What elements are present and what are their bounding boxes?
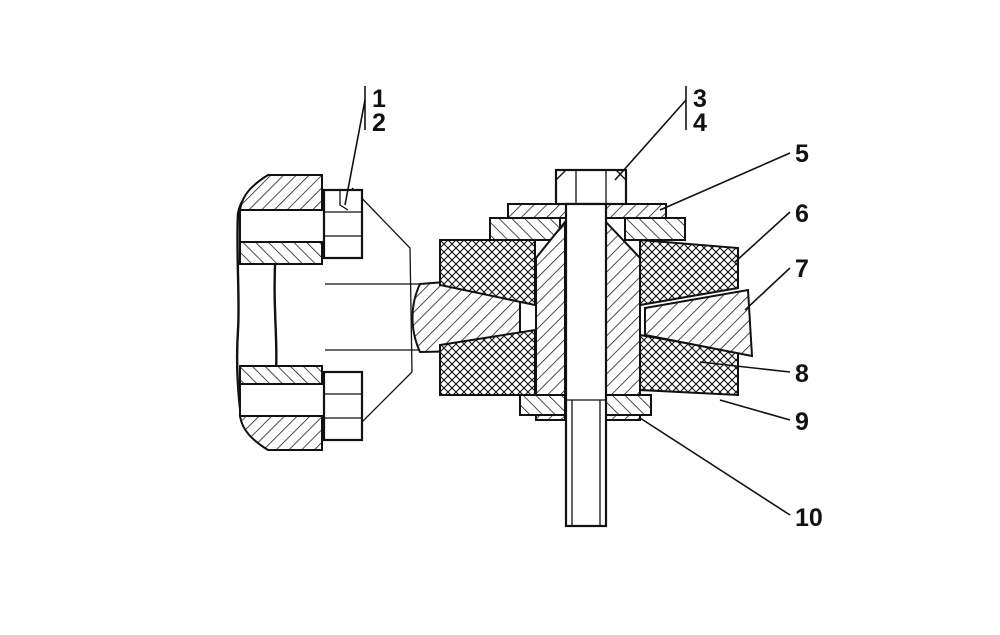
callout-1: 1: [372, 85, 386, 113]
callout-9: 9: [795, 408, 809, 436]
left-housing: [235, 173, 420, 451]
leader-lines: [344, 86, 791, 516]
callout-8: 8: [795, 360, 809, 388]
callout-labels: 1 2 3 4 5 6 7 8 9 10: [372, 85, 823, 532]
callout-3: 3: [693, 85, 707, 113]
callout-2: 2: [372, 109, 386, 137]
callout-5: 5: [795, 140, 809, 168]
callout-7: 7: [795, 255, 809, 283]
callout-4: 4: [693, 109, 707, 137]
callout-6: 6: [795, 200, 809, 228]
mount-assembly: [411, 168, 754, 528]
callout-10: 10: [795, 504, 823, 532]
